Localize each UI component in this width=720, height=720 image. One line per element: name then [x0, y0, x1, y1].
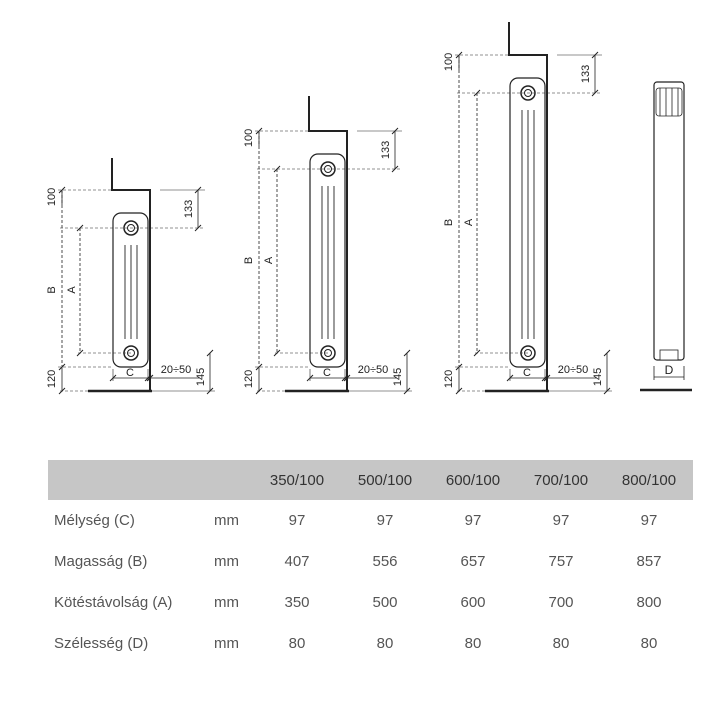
cell-value: 97 — [552, 512, 570, 529]
row-unit: mm — [214, 553, 239, 570]
wall-outline — [308, 96, 348, 391]
header-model-500: 500/100 — [341, 460, 429, 500]
dimension-a-label: A — [263, 256, 275, 264]
cell-value: 500 — [372, 594, 398, 611]
dimension-120-label: 120 — [443, 370, 455, 388]
cell-value: 657 — [460, 553, 486, 570]
radiator-body — [112, 212, 149, 368]
table-row: Magasság (B) mm 407 556 657 757 857 — [48, 541, 693, 582]
row-unit: mm — [214, 594, 239, 611]
cell-value: 757 — [548, 553, 574, 570]
cell-value: 350 — [284, 594, 310, 611]
specification-table: 350/100 500/100 600/100 700/100 800/100 … — [48, 460, 693, 664]
cell-value: 80 — [376, 635, 394, 652]
dimension-100-label: 100 — [443, 53, 455, 71]
dimension-gap-label: 20÷50 — [358, 364, 389, 376]
cell-value: 80 — [640, 635, 658, 652]
row-unit: mm — [214, 512, 239, 529]
radiator-body — [509, 77, 546, 368]
row-label: Szélesség (D) — [54, 635, 149, 652]
dimension-133-label: 133 — [580, 65, 592, 83]
cell-value: 857 — [636, 553, 662, 570]
dimension-145-label: 145 — [392, 368, 404, 386]
radiator-side-view: D — [640, 81, 692, 392]
cell-value: 600 — [460, 594, 486, 611]
table-row: Mélység (C) mm 97 97 97 97 97 — [48, 500, 693, 541]
dimension-100-label: 100 — [46, 188, 58, 206]
row-label: Kötéstávolság (A) — [54, 594, 173, 611]
header-model-600: 600/100 — [429, 460, 517, 500]
header-label-cell — [48, 460, 208, 500]
wall-outline — [508, 22, 548, 391]
header-model-800: 800/100 — [605, 460, 693, 500]
side-view-d-label: D — [665, 363, 674, 377]
radiator-body — [309, 153, 346, 368]
cell-value: 407 — [284, 553, 310, 570]
cell-value: 800 — [636, 594, 662, 611]
dimension-c-label: C — [323, 367, 331, 379]
dimension-gap-label: 20÷50 — [161, 364, 192, 376]
dimension-b-label: B — [243, 257, 255, 264]
header-model-700: 700/100 — [517, 460, 605, 500]
cell-value: 97 — [376, 512, 394, 529]
wall-outline — [111, 158, 151, 391]
dimension-120-label: 120 — [243, 370, 255, 388]
dimension-a-label: A — [66, 286, 78, 294]
table-row: Kötéstávolság (A) mm 350 500 600 700 800 — [48, 582, 693, 623]
dimension-120-label: 120 — [46, 370, 58, 388]
dimension-a-label: A — [463, 218, 475, 226]
dimension-c-label: C — [523, 367, 531, 379]
cell-value: 700 — [548, 594, 574, 611]
cell-value: 80 — [552, 635, 570, 652]
dimension-c-label: C — [126, 367, 134, 379]
row-label: Mélység (C) — [54, 512, 135, 529]
dimension-100-label: 100 — [243, 129, 255, 147]
cell-value: 97 — [288, 512, 306, 529]
dimension-145-label: 145 — [195, 368, 207, 386]
cell-value: 556 — [372, 553, 398, 570]
table-row: Szélesség (D) mm 80 80 80 80 80 — [48, 623, 693, 664]
cell-value: 80 — [288, 635, 306, 652]
table-header-row: 350/100 500/100 600/100 700/100 800/100 — [48, 460, 693, 500]
dimension-gap-label: 20÷50 — [558, 364, 589, 376]
dimension-b-label: B — [443, 219, 455, 226]
header-model-350: 350/100 — [253, 460, 341, 500]
row-label: Magasság (B) — [54, 553, 148, 570]
row-unit: mm — [214, 635, 239, 652]
cell-value: 97 — [464, 512, 482, 529]
cell-value: 80 — [464, 635, 482, 652]
dimension-145-label: 145 — [592, 368, 604, 386]
dimension-133-label: 133 — [183, 200, 195, 218]
dimension-133-label: 133 — [380, 141, 392, 159]
dimension-b-label: B — [46, 286, 58, 293]
cell-value: 97 — [640, 512, 658, 529]
header-unit-cell — [208, 460, 253, 500]
